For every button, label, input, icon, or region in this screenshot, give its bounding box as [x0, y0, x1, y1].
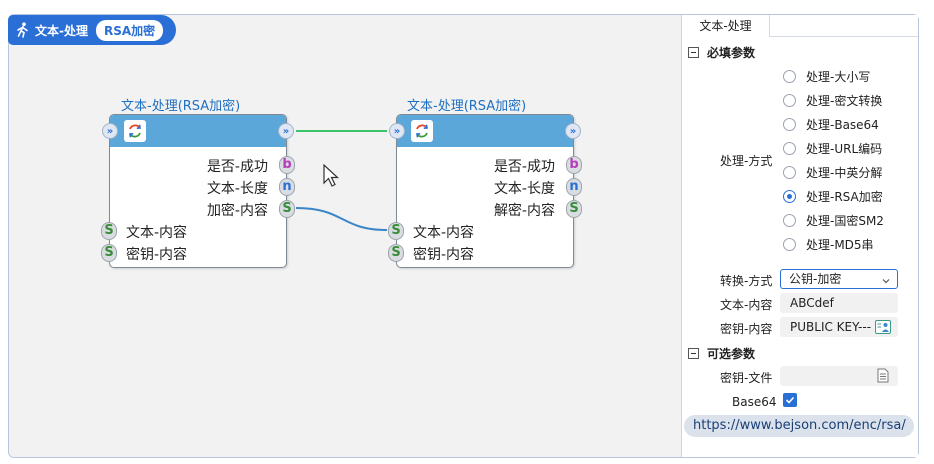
node-1-input-text: 文本-内容 — [126, 225, 188, 241]
node-2-port-text-in[interactable]: S — [388, 222, 404, 240]
radio-sm2[interactable]: 处理-国密SM2 — [783, 212, 884, 229]
radio-icon[interactable] — [783, 166, 796, 179]
node-1-output-length: 文本-长度 — [206, 181, 268, 197]
node-2-port-content[interactable]: S — [566, 200, 582, 218]
radio-md5[interactable]: 处理-MD5串 — [783, 236, 874, 253]
radio-icon[interactable] — [783, 70, 796, 83]
convert-label: 转换-方式 — [720, 274, 773, 288]
node-1-port-success[interactable]: b — [279, 156, 295, 174]
node-1-output-success: 是否-成功 — [206, 159, 268, 175]
convert-value: 公钥-加密 — [789, 272, 842, 286]
node-2-port-success[interactable]: b — [566, 156, 582, 174]
property-panel: 文本-处理 必填参数 处理-方式 处理-大小写 处理-密文转换 处理-Base6… — [681, 15, 918, 457]
graph-title: 文本-处理 — [35, 23, 88, 38]
graph-badge: RSA加密 — [95, 19, 164, 41]
refresh-icon — [411, 120, 433, 142]
key-content-label: 密钥-内容 — [720, 322, 773, 336]
radio-icon[interactable] — [783, 118, 796, 131]
file-icon[interactable] — [877, 368, 889, 386]
required-section-header[interactable]: 必填参数 — [688, 44, 755, 61]
key-file-input[interactable] — [780, 366, 898, 386]
node-1[interactable]: » » 是否-成功 b 文本-长度 n 加密-内容 S S 文本-内容 S 密钥… — [101, 114, 295, 268]
node-1-title: 文本-处理(RSA加密) — [121, 99, 241, 114]
collapse-icon[interactable] — [688, 47, 699, 58]
node-2-flow-in-port[interactable]: » — [389, 123, 405, 139]
graph-title-chip[interactable]: 文本-处理 RSA加密 — [9, 16, 175, 44]
node-2-output-success: 是否-成功 — [493, 159, 555, 175]
key-picker-icon[interactable] — [875, 320, 912, 337]
chevron-down-icon — [881, 273, 891, 291]
check-icon — [785, 396, 795, 404]
key-content-input[interactable]: PUBLIC KEY--- — [780, 317, 898, 337]
refresh-icon — [124, 120, 146, 142]
radio-cipher-convert[interactable]: 处理-密文转换 — [783, 92, 882, 109]
node-1-output-content: 加密-内容 — [206, 203, 268, 219]
radio-icon[interactable] — [783, 94, 796, 107]
radio-icon[interactable] — [783, 142, 796, 155]
optional-section-header[interactable]: 可选参数 — [688, 345, 755, 362]
radio-base64[interactable]: 处理-Base64 — [783, 116, 879, 133]
node-2-output-content: 解密-内容 — [493, 203, 555, 219]
base64-checkbox[interactable] — [783, 393, 797, 407]
radio-selected-icon[interactable] — [783, 190, 796, 203]
base64-label: Base64 — [732, 395, 777, 409]
url-link[interactable]: https://www.bejson.com/enc/rsa/ — [684, 415, 914, 437]
node-1-port-length[interactable]: n — [279, 178, 295, 196]
key-content-value: PUBLIC KEY--- — [790, 320, 872, 334]
node-2-port-key-in[interactable]: S — [388, 244, 404, 262]
required-section-title: 必填参数 — [707, 46, 756, 60]
node-1-port-text-in[interactable]: S — [101, 222, 117, 240]
tab-text-process[interactable]: 文本-处理 — [682, 15, 770, 37]
node-1-port-key-in[interactable]: S — [101, 244, 117, 262]
node-2-output-length: 文本-长度 — [493, 181, 555, 197]
radio-cn-en-split[interactable]: 处理-中英分解 — [783, 164, 882, 181]
radio-url-encode[interactable]: 处理-URL编码 — [783, 140, 882, 157]
panel-tab-bar: 文本-处理 — [682, 15, 918, 37]
node-2-port-length[interactable]: n — [566, 178, 582, 196]
radio-icon[interactable] — [783, 214, 796, 227]
node-2-title: 文本-处理(RSA加密) — [407, 99, 527, 114]
text-content-input[interactable]: ABCdef — [780, 293, 898, 313]
mouse-cursor-icon — [323, 163, 341, 191]
optional-section-title: 可选参数 — [707, 347, 756, 361]
convert-select[interactable]: 公钥-加密 — [780, 269, 898, 289]
node-2[interactable]: » » 是否-成功 b 文本-长度 n 解密-内容 S S 文本-内容 S 密钥… — [388, 114, 582, 268]
radio-icon[interactable] — [783, 238, 796, 251]
node-2-flow-out-port[interactable]: » — [565, 123, 581, 139]
method-label: 处理-方式 — [720, 154, 773, 168]
collapse-icon[interactable] — [688, 348, 699, 359]
radio-rsa-encrypt[interactable]: 处理-RSA加密 — [783, 188, 883, 205]
key-file-label: 密钥-文件 — [720, 371, 773, 385]
node-1-port-content[interactable]: S — [279, 200, 295, 218]
node-1-flow-in-port[interactable]: » — [102, 123, 118, 139]
run-icon — [15, 21, 31, 39]
node-1-input-key: 密钥-内容 — [126, 247, 188, 263]
node-2-input-key: 密钥-内容 — [413, 247, 475, 263]
node-1-flow-out-port[interactable]: » — [278, 123, 294, 139]
node-2-input-text: 文本-内容 — [413, 225, 475, 241]
text-content-label: 文本-内容 — [720, 298, 773, 312]
radio-case[interactable]: 处理-大小写 — [783, 68, 870, 85]
